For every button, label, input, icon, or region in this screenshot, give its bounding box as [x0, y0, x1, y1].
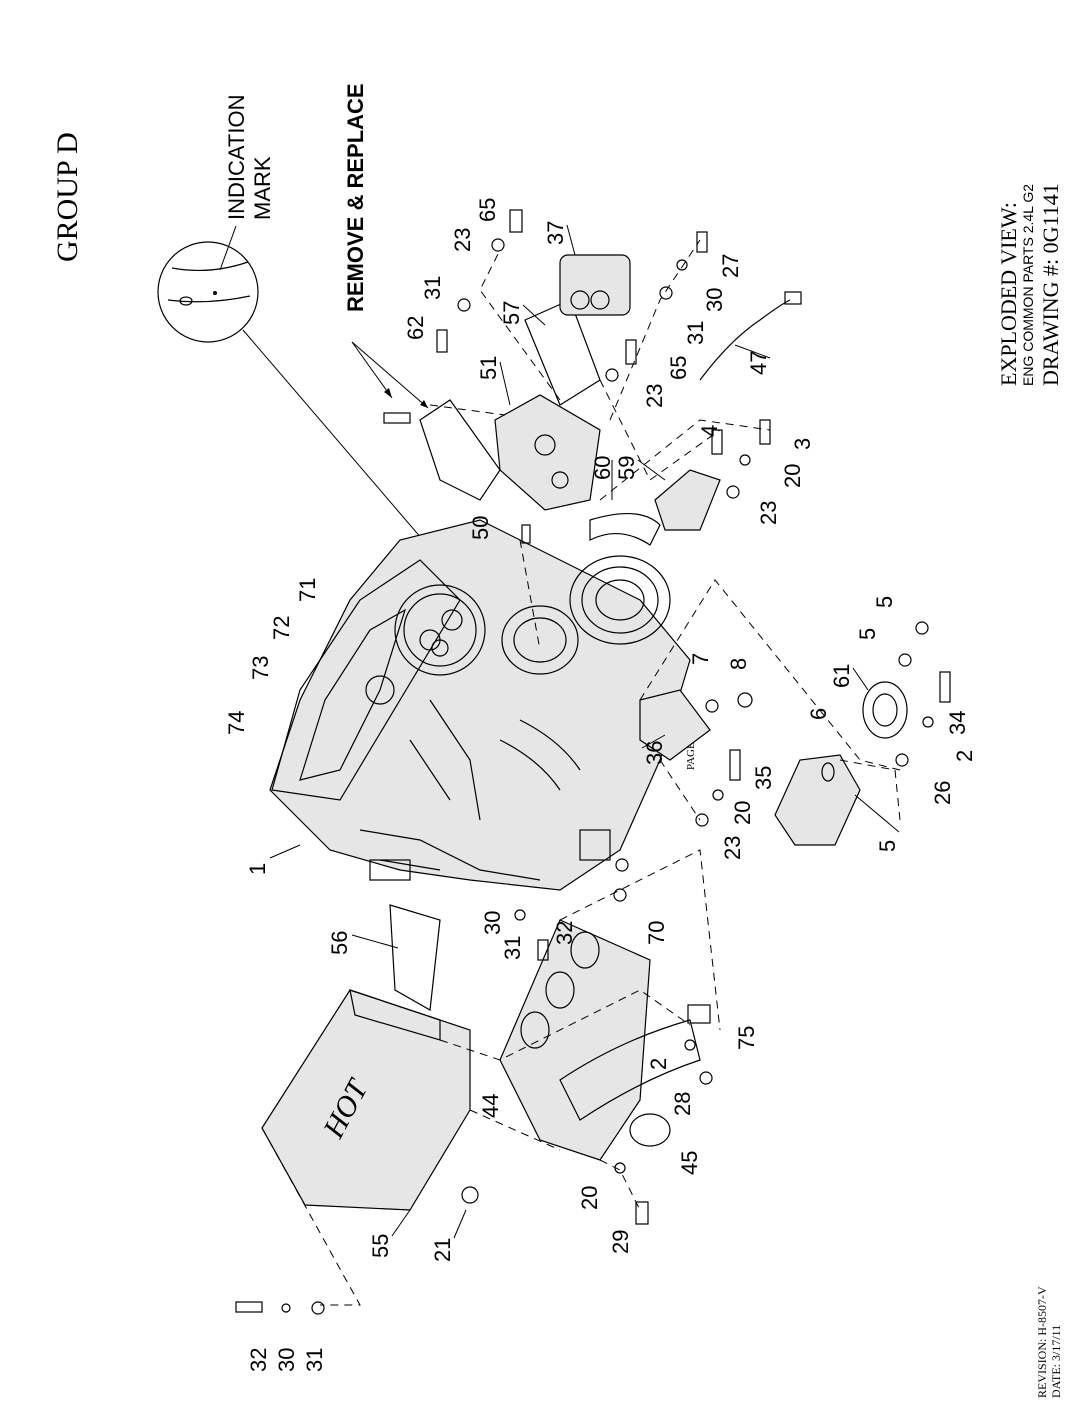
- water-outlet-36: [639, 689, 753, 761]
- part-label-60: 60: [590, 456, 615, 480]
- part-label-30-sensor: 30: [702, 288, 727, 312]
- part-label-37: 37: [543, 221, 568, 245]
- indication-label: INDICATION: [224, 95, 249, 220]
- pulley-61: [862, 681, 908, 739]
- thermostat-housing-59: [589, 469, 721, 546]
- part-label-32-manifold: 32: [552, 921, 577, 945]
- part-label-59: 59: [614, 456, 639, 480]
- part-label-31-bracket: 31: [420, 276, 445, 300]
- part-number-labels: 1 74 73 72 71 56 55 21 32 30 31 30 31 32…: [224, 198, 977, 1372]
- solenoid-37: [559, 254, 631, 316]
- part-label-31-bolt: 31: [302, 1348, 327, 1372]
- part-label-74: 74: [224, 711, 249, 735]
- part-label-5-filter: 5: [875, 840, 900, 852]
- alternator-bracket-51: [494, 394, 601, 511]
- part-label-55: 55: [368, 1234, 393, 1258]
- part-label-2-manifold: 2: [646, 1058, 671, 1070]
- group-heading: GROUP D: [51, 132, 84, 262]
- title-drawing-number: DRAWING #: 0G1141: [1038, 183, 1063, 386]
- part-label-5-mid: 5: [855, 628, 880, 640]
- timing-cover-50: [419, 399, 501, 501]
- part-label-61: 61: [829, 664, 854, 688]
- assembly-lines: [261, 239, 901, 1306]
- part-label-71: 71: [295, 578, 320, 602]
- part-label-1: 1: [245, 863, 270, 875]
- part-label-20-thermo: 20: [780, 464, 805, 488]
- part-label-56: 56: [327, 931, 352, 955]
- part-label-57: 57: [499, 301, 524, 325]
- part-label-32-bolt: 32: [246, 1348, 271, 1372]
- part-label-30-manifold: 30: [480, 911, 505, 935]
- part-label-73: 73: [248, 656, 273, 680]
- part-label-34: 34: [945, 711, 970, 735]
- part-label-75: 75: [734, 1026, 759, 1050]
- part-label-44: 44: [478, 1094, 503, 1118]
- bracket-57: [524, 299, 601, 406]
- part-label-51: 51: [476, 356, 501, 380]
- part-label-2-pulley: 2: [952, 750, 977, 762]
- engine-assembly: [269, 519, 691, 891]
- part-label-30-bolt: 30: [274, 1348, 299, 1372]
- exhaust-manifold: [499, 919, 701, 1161]
- part-label-31-sensor: 31: [683, 321, 708, 345]
- part-label-23-water: 23: [720, 836, 745, 860]
- part-label-29: 29: [608, 1230, 633, 1254]
- remove-replace-label: REMOVE & REPLACE: [343, 83, 368, 312]
- part-label-27: 27: [718, 254, 743, 278]
- title-exploded-view: EXPLODED VIEW:: [996, 202, 1021, 386]
- part-label-65-top: 65: [475, 198, 500, 222]
- part-label-7: 7: [688, 653, 713, 665]
- leader-lines: [269, 224, 900, 1239]
- part-label-6: 6: [806, 708, 831, 720]
- part-label-23-thermo: 23: [756, 501, 781, 525]
- part-label-20-manifold: 20: [577, 1186, 602, 1210]
- part-label-20-water: 20: [730, 801, 755, 825]
- title-eng-common-parts: ENG COMMON PARTS 2.4L G2: [1020, 184, 1036, 386]
- heat-shield: HOT: [261, 904, 471, 1211]
- washers-and-bolts: [235, 209, 951, 1315]
- sensor-47: [699, 291, 802, 381]
- part-label-21: 21: [430, 1238, 455, 1262]
- mark-label: MARK: [250, 156, 275, 220]
- date-text: DATE: 3/17/11: [1049, 1325, 1063, 1398]
- part-label-3: 3: [790, 438, 815, 450]
- part-label-70: 70: [644, 921, 669, 945]
- part-label-31-manifold: 31: [500, 936, 525, 960]
- revision-text: REVISION: H-8507-V: [1035, 1286, 1049, 1398]
- part-label-65-solenoid: 65: [666, 356, 691, 380]
- part-label-62: 62: [403, 316, 428, 340]
- part-label-35: 35: [751, 766, 776, 790]
- part-label-23-solenoid: 23: [642, 384, 667, 408]
- part-label-5-top: 5: [872, 596, 897, 608]
- part-label-47: 47: [746, 351, 771, 375]
- remove-replace-arrows: [351, 341, 429, 409]
- part-label-26: 26: [930, 781, 955, 805]
- part-label-72: 72: [269, 616, 294, 640]
- part-label-8: 8: [726, 658, 751, 670]
- part-label-4: 4: [697, 425, 722, 437]
- part-label-36: 36: [642, 741, 667, 765]
- part-label-45: 45: [677, 1151, 702, 1175]
- part-label-28: 28: [670, 1092, 695, 1116]
- part-label-23-top: 23: [450, 228, 475, 252]
- oil-filter-5: [774, 754, 861, 846]
- part-label-50: 50: [468, 516, 493, 540]
